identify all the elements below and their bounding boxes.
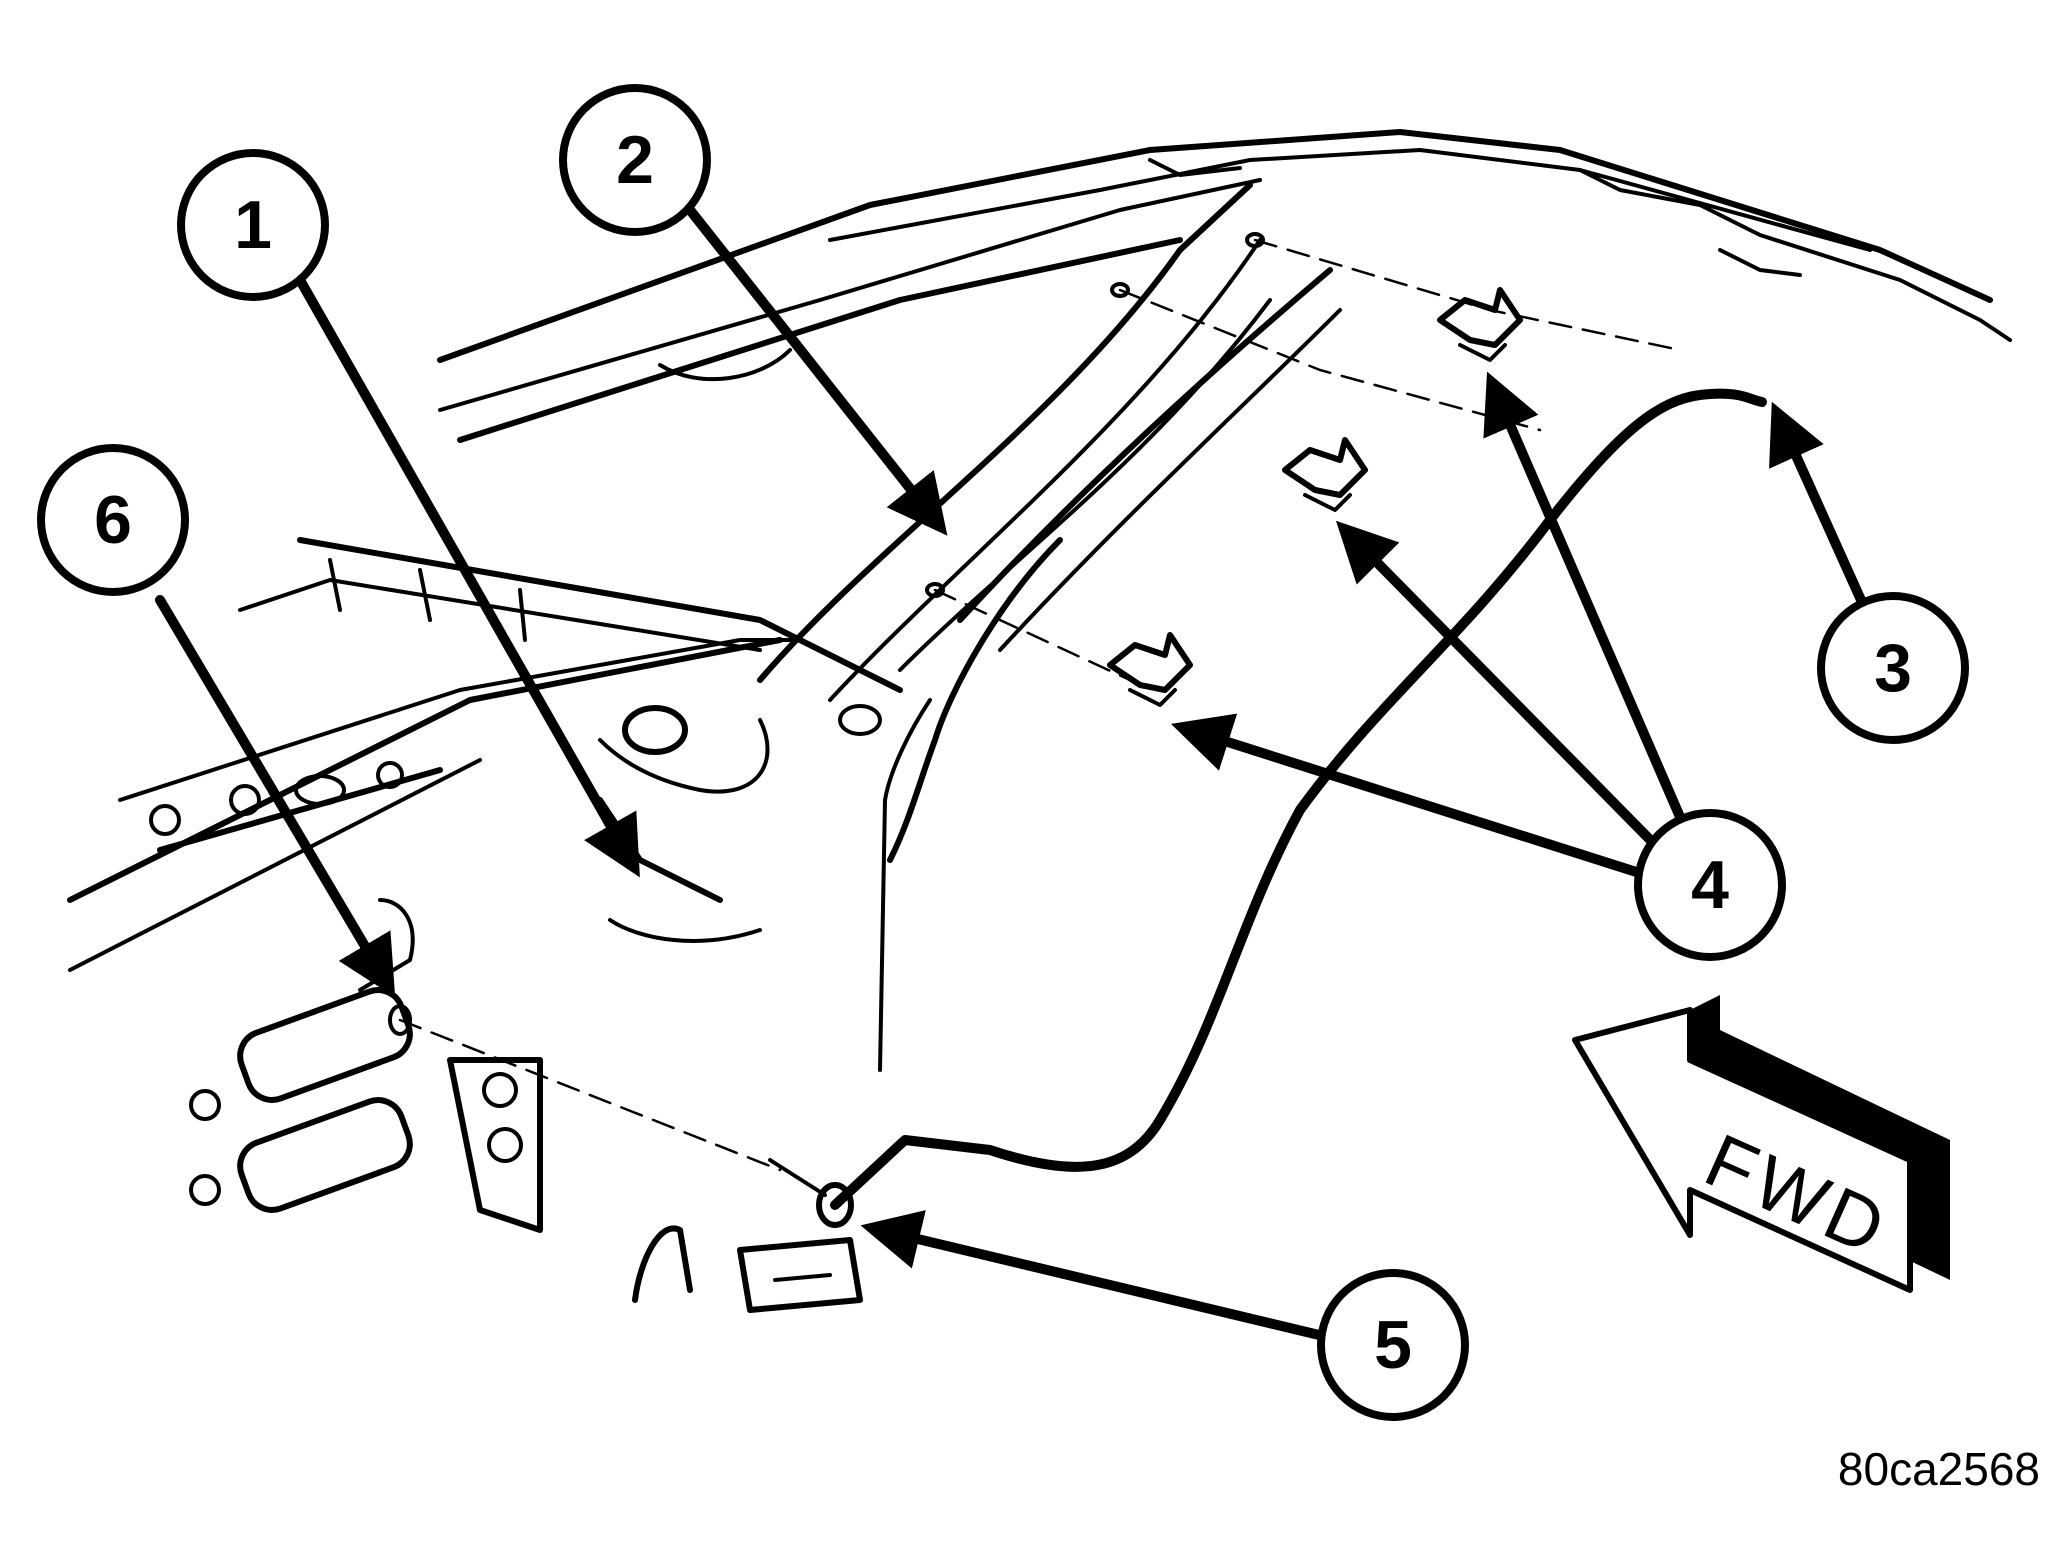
callout-3: 3 <box>1817 592 1969 744</box>
callout-6-label: 6 <box>94 482 132 558</box>
drain-tube <box>768 388 1767 1228</box>
callout-6: 6 <box>37 444 189 596</box>
leader-arrow-4b <box>1335 520 1675 865</box>
leader-arrow-3 <box>1769 401 1875 625</box>
callout-1: 1 <box>177 149 329 301</box>
retainer-clip-lower <box>1107 632 1193 707</box>
leader-arrow-4c <box>1170 713 1660 883</box>
callout-4-label: 4 <box>1691 847 1729 923</box>
callout-4: 4 <box>1634 809 1786 961</box>
retainer-clip-upper <box>1437 287 1523 362</box>
retainer-clip-middle <box>1282 437 1368 512</box>
retainer-clips <box>1107 287 1523 707</box>
callout-5-label: 5 <box>1374 1307 1412 1383</box>
alignment-lines <box>398 238 1682 1172</box>
figure-code: 80ca2568 <box>1838 1443 2040 1495</box>
callout-5: 5 <box>1317 1269 1469 1421</box>
callout-3-label: 3 <box>1874 630 1912 706</box>
body-structure-linework <box>67 129 2012 1313</box>
callout-2: 2 <box>559 84 711 236</box>
leader-arrow-1 <box>295 275 640 878</box>
leader-arrow-4a <box>1483 371 1695 845</box>
callout-2-label: 2 <box>616 122 654 198</box>
callout-1-label: 1 <box>234 187 272 263</box>
leader-arrow-6 <box>155 595 396 998</box>
leader-arrow-2 <box>685 205 948 536</box>
leader-arrows <box>155 205 1875 1345</box>
leader-arrow-5 <box>860 1210 1345 1345</box>
forward-direction-arrow: FWD <box>1572 995 1950 1293</box>
